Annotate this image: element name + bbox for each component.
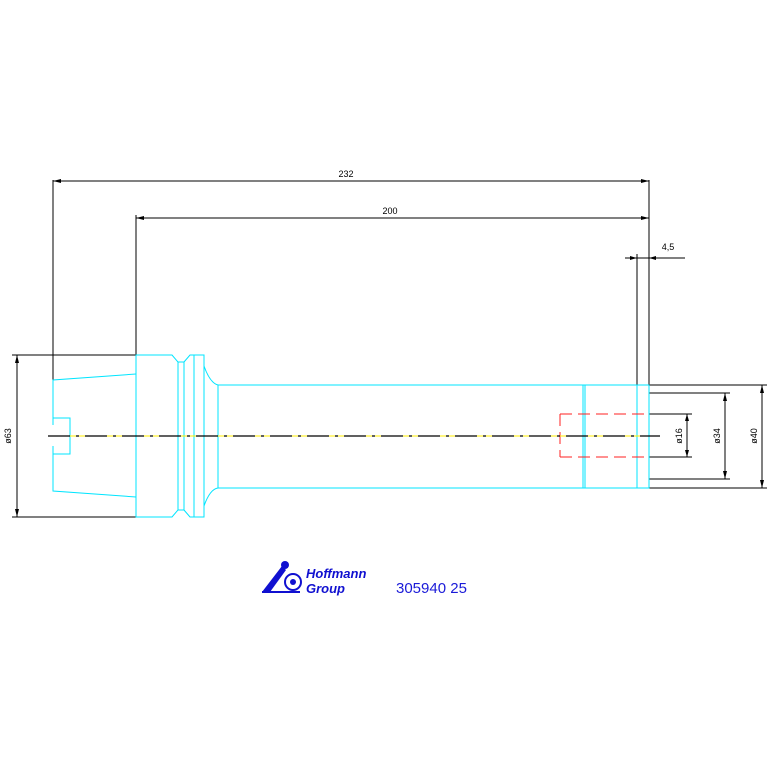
logo-brand-line1: Hoffmann [306, 566, 366, 581]
part-number: 305940 25 [396, 580, 467, 597]
bore-diameter-label: ø16 [674, 428, 684, 444]
dim-flange-diameter: ø63 [3, 354, 136, 518]
gauge-length-label: 200 [382, 206, 397, 216]
dim-overall-length: 232 [52, 169, 650, 425]
dim-end-offset: 4,5 [625, 242, 685, 385]
dim-bore-diameter: ø16 [649, 413, 692, 458]
logo-figure-icon [262, 561, 302, 593]
dim-step-diameter: ø34 [649, 392, 730, 480]
hoffmann-group-logo: Hoffmann Group [262, 561, 366, 596]
dim-shank-diameter: ø40 [637, 384, 767, 489]
end-offset-label: 4,5 [662, 242, 675, 252]
step-diameter-label: ø34 [712, 428, 722, 444]
shank-diameter-label: ø40 [749, 428, 759, 444]
logo-brand-line2: Group [306, 581, 345, 596]
dim-gauge-length: 200 [135, 206, 649, 355]
flange-diameter-label: ø63 [3, 428, 13, 444]
overall-length-label: 232 [338, 169, 353, 179]
